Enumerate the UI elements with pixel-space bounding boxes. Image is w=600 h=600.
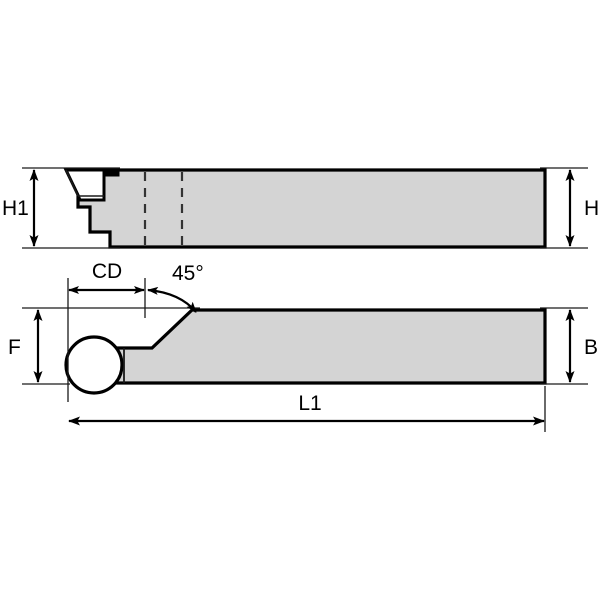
pocket-left-edge-thin <box>65 169 79 197</box>
dimension-label-l1: L1 <box>298 392 321 415</box>
dimension-label-h1: H1 <box>2 197 29 220</box>
dimension-label-h: H <box>584 197 599 220</box>
dimension-label-b: B <box>584 336 598 359</box>
dimension-label-cd: CD <box>92 260 122 283</box>
round-insert-circle <box>64 335 124 395</box>
side-view-group: H1 H <box>2 167 599 249</box>
top-view-group: CD 45° F B L1 <box>8 260 598 432</box>
angle-leader-curve <box>147 286 197 313</box>
side-view-body-outline <box>76 168 547 249</box>
dimension-label-f: F <box>8 336 21 359</box>
clamp-screw-tab <box>103 169 120 177</box>
dimension-label-angle: 45° <box>172 262 204 285</box>
